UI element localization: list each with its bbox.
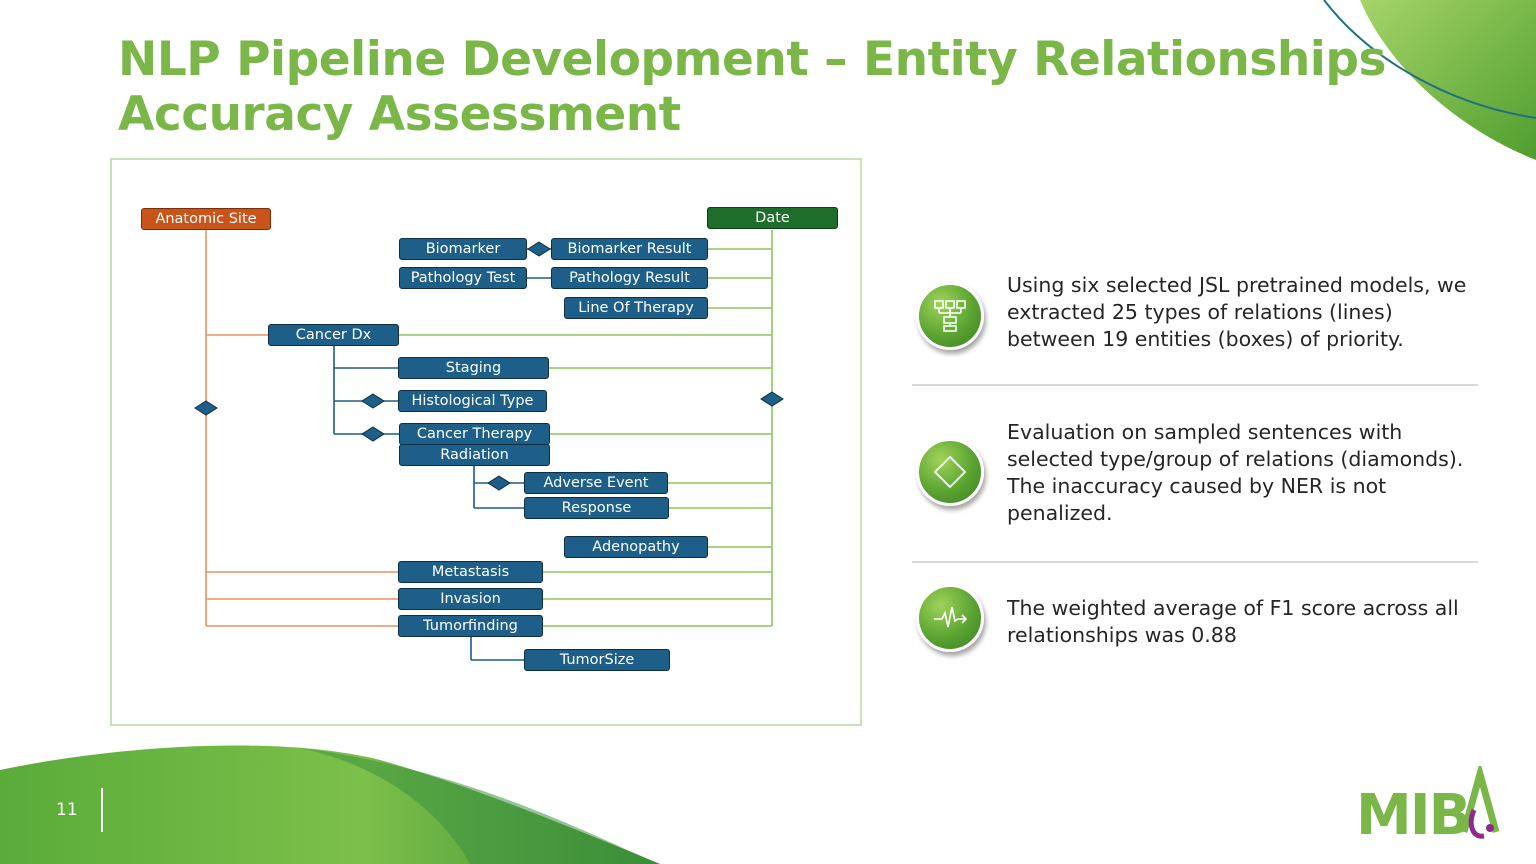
- point-text: Using six selected JSL pretrained models…: [1007, 273, 1467, 351]
- slide-title-line1: NLP Pipeline Development – Entity Relati…: [118, 32, 1387, 87]
- page-number: 11: [56, 800, 78, 820]
- entity-tumorfinding: Tumorfinding: [398, 615, 543, 637]
- entity-invasion: Invasion: [398, 588, 543, 610]
- entity-metastasis: Metastasis: [398, 561, 543, 583]
- point-models: Using six selected JSL pretrained models…: [912, 270, 1482, 370]
- corner-swoosh-decoration: [1323, 0, 1536, 160]
- point-text: The weighted average of F1 score across …: [1007, 596, 1459, 647]
- entity-relationship-diagram: Anatomic Site Date Biomarker Biomarker R…: [110, 158, 862, 726]
- entity-response: Response: [524, 497, 669, 519]
- miba-logo: MIB: [1356, 766, 1500, 846]
- relation-diamonds: [194, 241, 784, 491]
- entity-cancer-therapy: Cancer Therapy: [399, 423, 550, 445]
- entity-staging: Staging: [398, 357, 549, 379]
- entity-line-of-therapy: Line Of Therapy: [564, 297, 708, 319]
- entity-date: Date: [707, 207, 838, 229]
- point-text: Evaluation on sampled sentences with sel…: [1007, 420, 1464, 525]
- flowchart-icon: [916, 282, 984, 350]
- page-number-divider: [101, 788, 103, 832]
- entity-anatomic-site: Anatomic Site: [141, 208, 271, 230]
- entity-cancer-dx: Cancer Dx: [268, 324, 399, 346]
- divider: [912, 384, 1478, 386]
- point-f1-score: The weighted average of F1 score across …: [912, 584, 1482, 672]
- entity-radiation: Radiation: [399, 444, 550, 466]
- entity-tumorsize: TumorSize: [524, 649, 670, 671]
- date-links: [398, 230, 773, 627]
- slide-title: NLP Pipeline Development – Entity Relati…: [118, 32, 1387, 142]
- entity-pathology-test: Pathology Test: [399, 267, 527, 289]
- point-evaluation: Evaluation on sampled sentences with sel…: [912, 418, 1482, 538]
- entity-adverse-event: Adverse Event: [524, 472, 668, 494]
- entity-biomarker-result: Biomarker Result: [551, 238, 708, 260]
- bottom-wave-decoration: [0, 745, 660, 864]
- svg-text:MIB: MIB: [1356, 783, 1469, 846]
- entity-histological-type: Histological Type: [398, 390, 547, 412]
- pulse-icon: [916, 584, 984, 652]
- slide-title-line2: Accuracy Assessment: [118, 87, 681, 142]
- divider: [912, 561, 1478, 563]
- anatomic-site-links: [205, 230, 398, 627]
- diamond-icon: [916, 438, 984, 506]
- relationship-lines: [194, 230, 784, 661]
- entity-pathology-result: Pathology Result: [551, 267, 708, 289]
- entity-adenopathy: Adenopathy: [564, 536, 708, 558]
- entity-biomarker: Biomarker: [399, 238, 527, 260]
